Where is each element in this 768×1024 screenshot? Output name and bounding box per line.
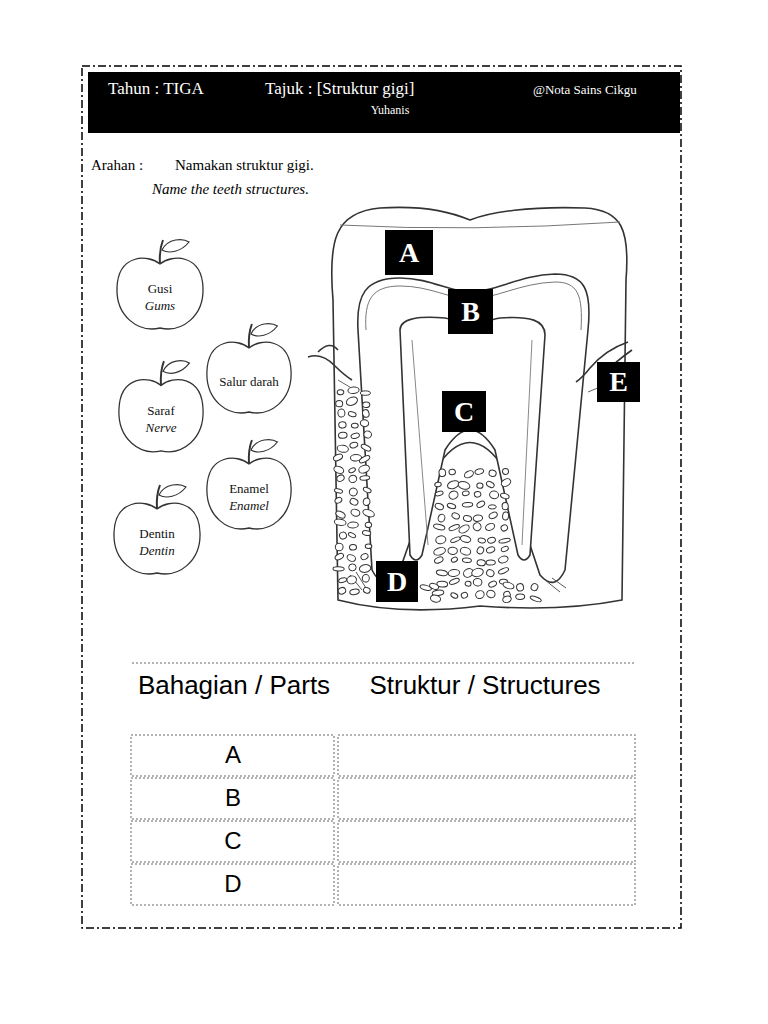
- table-header: Bahagian / Parts: [133, 670, 335, 701]
- instruction-malay: Namakan struktur gigi.: [175, 156, 314, 174]
- apple-text-group: DentinDentin: [120, 517, 194, 567]
- malay-term: Dentin: [139, 525, 174, 542]
- apple-option: DentinDentin: [110, 481, 204, 579]
- callout-letter: A: [385, 230, 433, 275]
- table-cell: B: [133, 783, 333, 812]
- callout-letter: E: [597, 362, 640, 402]
- header-credit: @Nota Sains Cikgu: [533, 82, 637, 98]
- table-cell: D: [133, 869, 333, 898]
- table-header: Struktur / Structures: [335, 670, 635, 701]
- instruction-label: Arahan :: [91, 156, 143, 174]
- english-term: Nerve: [145, 419, 176, 436]
- instruction-english: Name the teeth structures.: [152, 180, 309, 198]
- page-border: [82, 66, 681, 928]
- malay-term: Saraf: [147, 402, 174, 419]
- table-cell: C: [133, 826, 333, 855]
- english-term: Dentin: [139, 542, 174, 559]
- tooth-outline: [332, 207, 627, 609]
- apple-text-group: GusiGums: [123, 272, 197, 322]
- apple-text-group: EnamelEnamel: [213, 472, 285, 522]
- header-topic: Tajuk : [Struktur gigi]: [265, 79, 414, 99]
- apple-option: SarafNerve: [115, 357, 207, 457]
- apple-text-group: SarafNerve: [125, 393, 197, 445]
- dentin-outline: [358, 274, 589, 582]
- apple-option: Salur darah: [203, 320, 295, 418]
- apple-text-group: Salur darah: [213, 356, 285, 406]
- english-term: Gums: [145, 297, 175, 314]
- header-bar: [88, 72, 680, 133]
- callout-letter: C: [442, 391, 486, 432]
- table-cell: A: [133, 740, 333, 769]
- answer-table: [131, 663, 635, 905]
- apple-option: EnamelEnamel: [203, 436, 295, 534]
- pulp-outline: [400, 317, 545, 560]
- gum-left: [308, 345, 352, 380]
- apple-shape: [203, 320, 295, 418]
- bone-texture: [332, 387, 541, 604]
- apple-option: GusiGums: [113, 236, 207, 334]
- english-term: Enamel: [229, 497, 269, 514]
- header-year: Tahun : TIGA: [108, 79, 204, 99]
- malay-term: Enamel: [229, 480, 269, 497]
- callout-letter: B: [448, 289, 493, 334]
- header-author: Yuhanis: [320, 103, 460, 117]
- malay-term: Salur darah: [219, 373, 279, 390]
- callout-letter: D: [376, 561, 418, 602]
- malay-term: Gusi: [148, 280, 173, 297]
